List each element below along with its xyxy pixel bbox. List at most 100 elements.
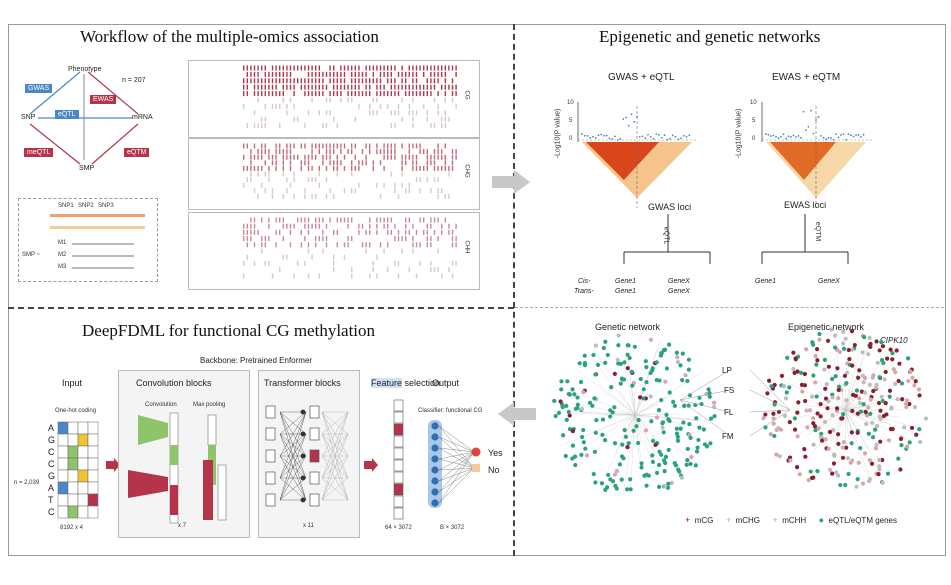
genetic-network-node — [608, 477, 613, 482]
genetic-network-node — [666, 447, 671, 453]
genetic-network-node — [707, 391, 712, 396]
classifier-edge — [438, 451, 475, 460]
methylation-tick — [286, 84, 288, 90]
methylation-tick — [412, 248, 414, 254]
methylation-tick — [419, 177, 421, 183]
epigenetic-network-node — [879, 394, 884, 399]
methylation-tick — [383, 223, 385, 229]
methylation-tick — [441, 71, 443, 77]
genetic-network-node — [570, 456, 575, 461]
methylation-tick — [318, 91, 320, 97]
methylation-tick — [250, 236, 252, 242]
epigenetic-network-node — [849, 329, 855, 334]
methylation-tick — [300, 165, 302, 171]
methylation-tick — [376, 229, 378, 235]
methylation-tick — [250, 154, 252, 160]
epigenetic-network-node — [830, 395, 835, 400]
genetic-network-node — [648, 394, 653, 399]
epigenetic-network-node — [878, 439, 883, 444]
feature-cell — [393, 483, 404, 496]
ewas-loci-label: EWAS loci — [784, 200, 827, 210]
methylation-tick — [318, 84, 320, 90]
arrow-to-feature-icon — [364, 458, 378, 472]
methylation-tick — [351, 97, 353, 103]
methylation-tick — [264, 242, 266, 248]
methylation-tick — [264, 91, 266, 97]
genetic-network-node — [630, 383, 635, 388]
epigenetic-network-edge — [844, 409, 880, 432]
genetic-network-node — [686, 403, 691, 408]
genetic-network-edge — [619, 414, 636, 439]
methylation-tick — [419, 188, 421, 194]
methylation-tick — [243, 236, 245, 242]
methylation-tick — [289, 143, 292, 149]
genetic-network-node — [577, 361, 582, 366]
methylation-tick — [261, 78, 263, 84]
methylation-tick — [433, 177, 436, 183]
methylation-tick — [448, 223, 450, 229]
methylation-tick — [289, 65, 292, 71]
methylation-tick — [315, 71, 317, 77]
methylation-tick — [243, 229, 245, 235]
genetic-network-node — [563, 453, 568, 459]
epigenetic-network-node — [893, 381, 898, 387]
methylation-tick — [329, 217, 331, 223]
methylation-tick — [322, 236, 324, 242]
methylation-tick — [430, 84, 432, 90]
snp-row-line-3 — [72, 267, 134, 269]
methylation-tick — [286, 78, 288, 84]
methylation-tick — [441, 165, 443, 171]
epigenetic-network-node — [832, 453, 837, 458]
methylation-tick — [387, 91, 389, 97]
methylation-tick — [311, 165, 313, 171]
epigenetic-network-node — [766, 378, 772, 383]
genetic-network-node — [664, 366, 669, 371]
methylation-tick — [250, 165, 252, 171]
epigenetic-network-node — [772, 402, 777, 407]
methylation-tick — [325, 143, 328, 149]
genetic-network-node — [628, 487, 633, 492]
methylation-tick — [358, 103, 360, 109]
methylation-tick — [297, 65, 299, 71]
methylation-tick — [243, 84, 245, 90]
methylation-tick — [390, 110, 392, 116]
methylation-tick — [243, 182, 245, 188]
methylation-tick — [318, 182, 320, 188]
genetic-network-node — [685, 458, 690, 463]
methylation-tick — [390, 149, 392, 155]
epigenetic-network-node — [874, 339, 879, 344]
genetic-network-node — [643, 359, 648, 364]
methylation-tick — [394, 123, 396, 129]
methylation-tick — [405, 223, 407, 229]
epigenetic-network-node — [833, 345, 838, 350]
snp-table-header-2: SNP2 — [78, 203, 94, 209]
methylation-tick — [322, 160, 324, 166]
epigenetic-network-node — [825, 406, 830, 411]
methylation-tick — [289, 154, 292, 160]
methylation-tick — [322, 84, 324, 90]
methylation-tick — [268, 171, 270, 177]
genetic-network-node — [646, 473, 651, 478]
methylation-tick — [351, 71, 353, 77]
genetic-network-node — [662, 468, 667, 474]
methylation-tick — [307, 165, 310, 171]
ewas-point — [847, 133, 850, 136]
output-no-node — [472, 464, 480, 472]
methylation-tick — [315, 84, 317, 90]
methylation-tick — [336, 78, 338, 84]
genetic-network-node — [593, 480, 598, 485]
attention-edge — [279, 411, 307, 479]
epigenetic-network-node — [855, 476, 860, 482]
epigenetic-network-node — [855, 411, 860, 416]
epigenetic-network-node — [878, 408, 883, 413]
genetic-network-node — [600, 417, 606, 422]
methylation-tick — [426, 223, 428, 229]
methylation-tick — [433, 65, 436, 71]
trait-lp: LP — [722, 366, 732, 375]
methylation-tick — [444, 217, 446, 223]
genetic-network-node — [612, 441, 618, 446]
methylation-tick — [369, 65, 371, 71]
genetic-network-node — [599, 481, 605, 486]
methylation-tick — [437, 267, 439, 273]
methylation-tick — [282, 223, 284, 229]
